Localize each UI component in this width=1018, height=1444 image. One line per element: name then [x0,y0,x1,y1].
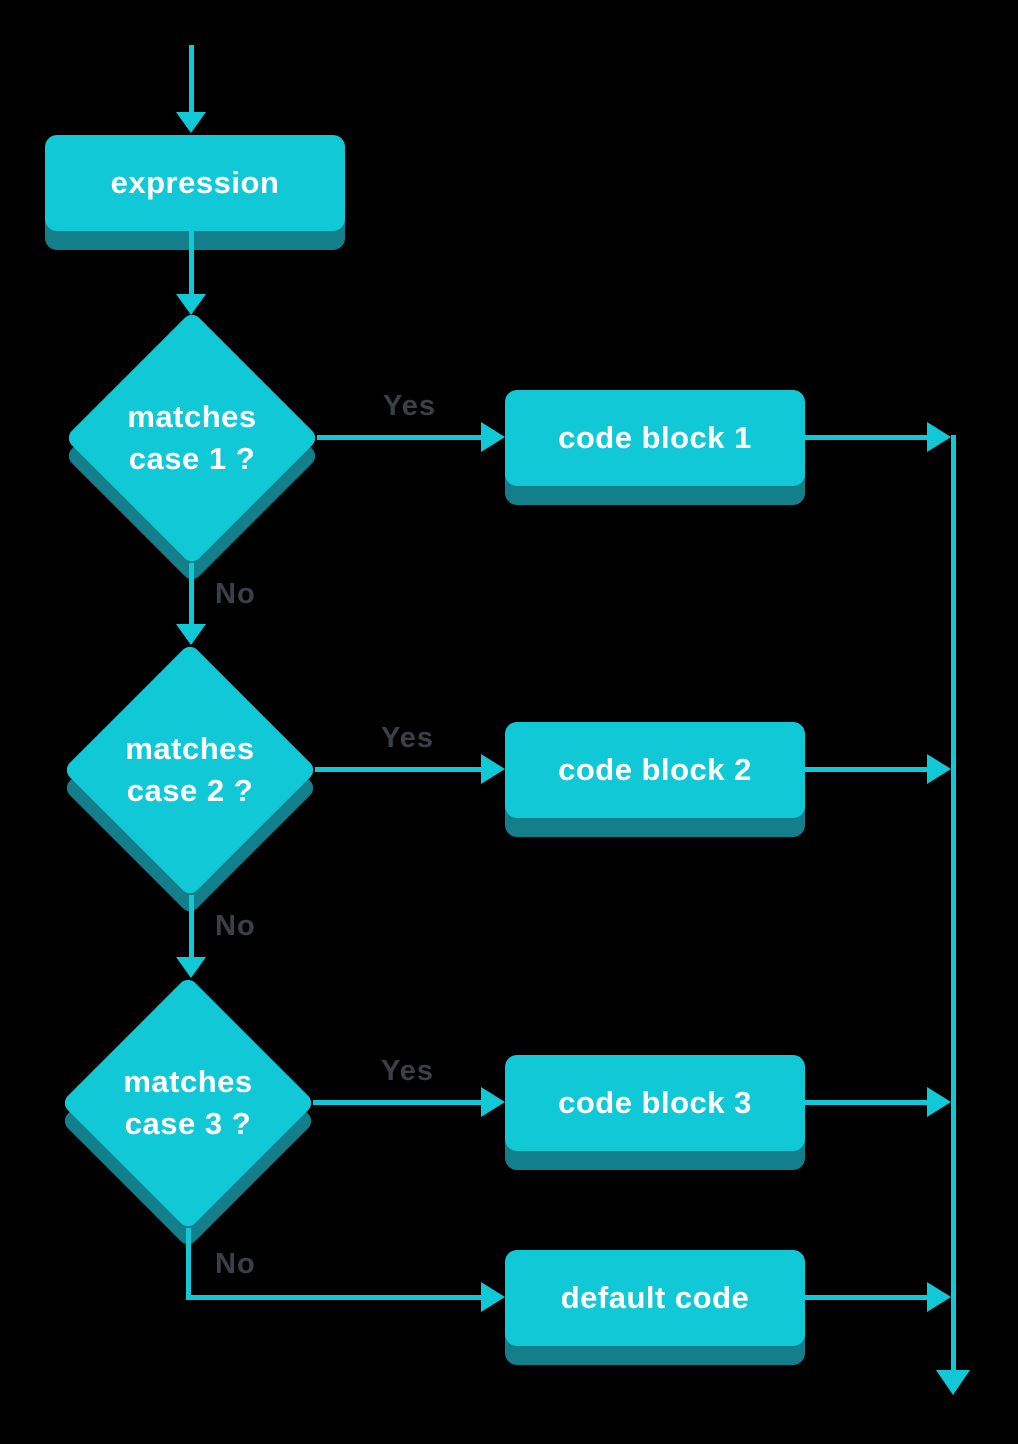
arrowhead-start-to-expression [176,112,206,133]
arrowhead-codeblock1-to-merge [927,422,951,452]
decision-case-1-label: matches case 1 ? [127,399,257,476]
decision-case-2-label: matches case 2 ? [125,731,255,808]
node-code-block-2: code block 2 [505,722,805,818]
arrowhead-codeblock3-to-merge [927,1087,951,1117]
arrowhead-case1-to-codeblock1 [481,422,505,452]
decision-matches-case-2: matches case 2 ? [62,642,318,916]
arrowhead-exit [936,1370,970,1395]
node-code-block-1-label: code block 1 [558,420,752,455]
node-code-block-2-label: code block 2 [558,752,752,787]
node-expression-label: expression [110,165,280,200]
edge-label-no-3: No [215,1248,256,1280]
edge-label-no-1: No [215,578,256,610]
connector-case2-to-codeblock2 [315,767,481,772]
connector-default-to-merge [805,1295,927,1300]
edge-label-yes-2: Yes [381,722,434,754]
edge-label-yes-3: Yes [381,1055,434,1087]
connector-case3-no-vertical [186,1228,191,1300]
node-default-code-label: default code [560,1280,750,1315]
arrowhead-codeblock2-to-merge [927,754,951,784]
edge-label-yes-1: Yes [383,390,436,422]
arrowhead-case2-to-codeblock2 [481,754,505,784]
arrowhead-case3-to-codeblock3 [481,1087,505,1117]
decision-case-3-label: matches case 3 ? [123,1064,253,1141]
node-code-block-3-label: code block 3 [558,1085,752,1120]
node-code-block-1: code block 1 [505,390,805,486]
decision-matches-case-3: matches case 3 ? [60,975,316,1249]
node-expression: expression [45,135,345,231]
connector-case2-to-case3 [189,895,194,957]
arrowhead-case1-to-case2 [176,624,206,645]
connector-codeblock2-to-merge [805,767,927,772]
connector-expression-to-case1 [189,231,194,294]
connector-codeblock3-to-merge [805,1100,927,1105]
node-default-code: default code [505,1250,805,1346]
arrowhead-expression-to-case1 [176,294,206,315]
edge-label-no-2: No [215,910,256,942]
connector-case1-to-case2 [189,563,194,624]
decision-matches-case-1: matches case 1 ? [64,310,320,584]
connector-codeblock1-to-merge [805,435,927,440]
arrowhead-case2-to-case3 [176,957,206,978]
connector-case1-to-codeblock1 [317,435,481,440]
connector-start-to-expression [189,45,194,112]
connector-merge-vertical [951,435,956,1370]
node-code-block-3: code block 3 [505,1055,805,1151]
connector-case3-to-codeblock3 [313,1100,481,1105]
arrowhead-default-to-merge [927,1282,951,1312]
arrowhead-no-to-default [481,1282,505,1312]
connector-case3-no-horizontal [186,1295,481,1300]
